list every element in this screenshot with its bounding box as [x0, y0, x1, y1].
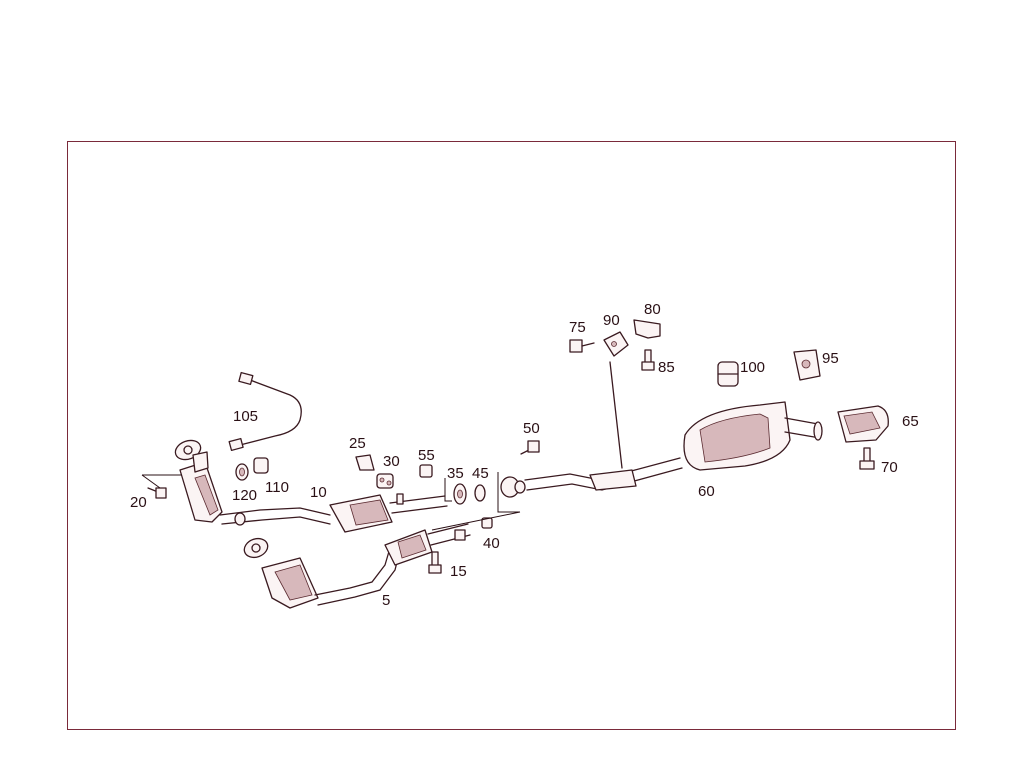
label-40: 40	[483, 535, 500, 552]
label-45: 45	[472, 465, 489, 482]
label-10: 10	[310, 484, 327, 501]
part-35-gasket[interactable]	[453, 483, 467, 505]
label-25: 25	[349, 435, 366, 452]
part-100-rubber-mount[interactable]	[717, 361, 739, 387]
label-75: 75	[569, 319, 586, 336]
label-50: 50	[523, 420, 540, 437]
part-70-bolt[interactable]	[859, 447, 875, 470]
part-10-catalytic-converter-pipe[interactable]	[173, 437, 448, 533]
label-110: 110	[265, 479, 289, 496]
label-70: 70	[881, 459, 898, 476]
leader-lines	[141, 472, 521, 531]
part-60-rear-muffler[interactable]	[683, 401, 823, 471]
label-100: 100	[740, 359, 765, 376]
label-15: 15	[450, 563, 467, 580]
label-80: 80	[644, 301, 661, 318]
part-105-oxygen-sensor[interactable]	[228, 371, 302, 452]
part-25-bracket[interactable]	[355, 454, 375, 471]
part-5-catalytic-converter-pipe[interactable]	[242, 523, 471, 609]
label-30: 30	[383, 453, 400, 470]
part-45-gasket-ring[interactable]	[474, 484, 486, 502]
label-20: 20	[130, 494, 147, 511]
part-110-plug[interactable]	[253, 457, 269, 474]
part-30-rubber-mount[interactable]	[376, 473, 394, 489]
part-120-seal-ring[interactable]	[235, 463, 249, 481]
part-15-bolt[interactable]	[428, 551, 442, 574]
label-65: 65	[902, 413, 919, 430]
label-85: 85	[658, 359, 675, 376]
intermediate-pipe[interactable]	[500, 457, 683, 498]
label-95: 95	[822, 350, 839, 367]
label-105: 105	[233, 408, 258, 425]
part-75-bolt[interactable]	[569, 339, 595, 353]
part-55-nut[interactable]	[419, 464, 433, 478]
part-95-bracket[interactable]	[793, 349, 821, 381]
part-20-bolt[interactable]	[147, 487, 167, 499]
label-120: 120	[232, 487, 257, 504]
diagram-frame	[67, 141, 956, 730]
part-40-nut[interactable]	[481, 517, 493, 529]
label-55: 55	[418, 447, 435, 464]
part-85-bolt[interactable]	[641, 349, 655, 371]
label-5: 5	[382, 592, 390, 609]
part-labels: 5 10 15 20 25 30 35 40 45 50 55 60 65 70…	[130, 301, 919, 609]
label-35: 35	[447, 465, 464, 482]
part-65-tail-cover[interactable]	[837, 405, 889, 443]
label-90: 90	[603, 312, 620, 329]
part-50-bolt[interactable]	[520, 440, 540, 455]
label-60: 60	[698, 483, 715, 500]
part-90-rubber-hanger[interactable]	[603, 331, 629, 469]
part-80-bracket[interactable]	[633, 319, 661, 339]
